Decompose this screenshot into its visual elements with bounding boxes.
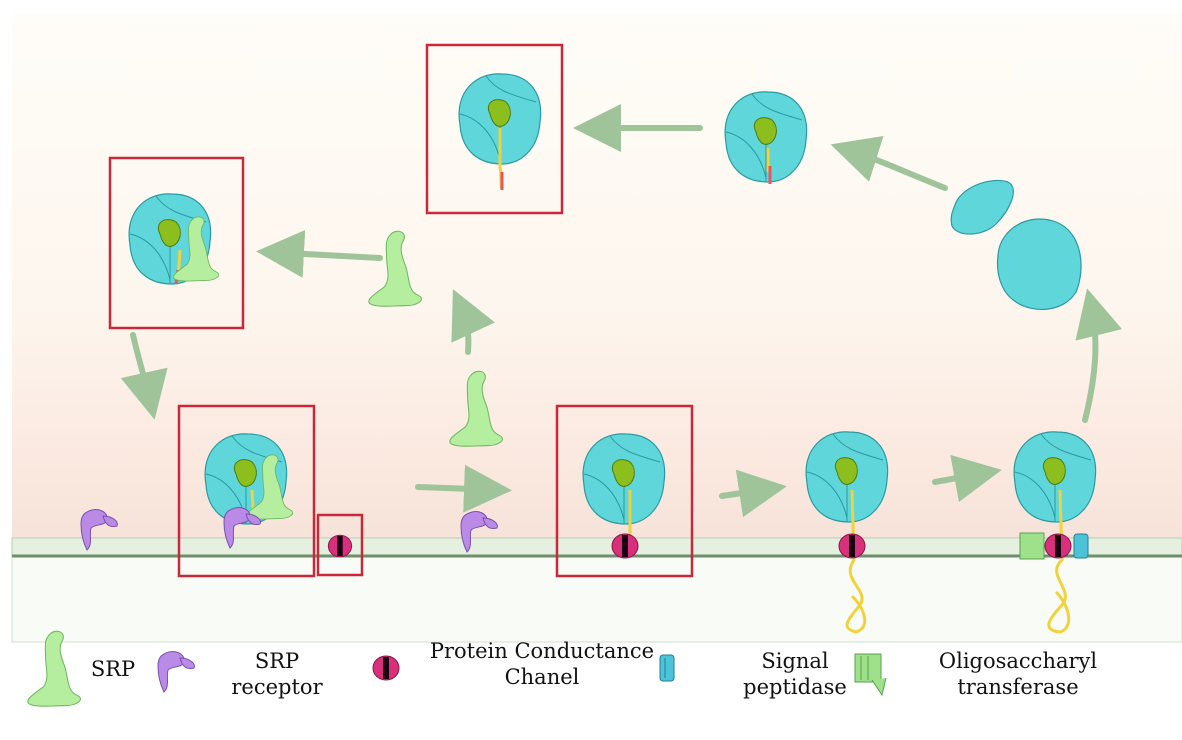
arrow-to-translocon xyxy=(415,464,512,513)
ribosome-processing xyxy=(1013,431,1097,634)
legend-icons xyxy=(27,630,887,707)
ribosome-signal-emerging xyxy=(458,73,542,191)
arrow-elongation xyxy=(719,469,787,518)
signal-peptidase-membrane xyxy=(1073,533,1089,559)
oligosaccharyl-transferase-membrane xyxy=(1019,532,1045,560)
highlight-box-receptor-docking xyxy=(177,404,316,578)
legend-srp-receptor-icon xyxy=(157,651,195,693)
small-subunit xyxy=(950,179,1014,235)
er-lumen xyxy=(11,551,1182,643)
ribosome-subunits xyxy=(950,179,1082,310)
highlight-box-signal-emerges xyxy=(425,43,564,215)
arrow-srp-return xyxy=(451,289,495,355)
arrow-processing xyxy=(932,454,1002,503)
cycle-arrows xyxy=(120,104,1123,518)
ribosome-translocating xyxy=(805,431,889,634)
large-subunit xyxy=(996,218,1082,310)
legend-ost-icon xyxy=(854,653,887,697)
highlight-box-channel xyxy=(316,513,364,577)
legend-srp-icon xyxy=(27,630,82,707)
legend-srp-label: SRP xyxy=(90,657,136,681)
legend-channel-icon xyxy=(372,655,400,681)
highlight-box-srp-bound xyxy=(108,156,245,330)
highlight-box-translocon-docking xyxy=(555,404,694,578)
arrow-targeting xyxy=(120,332,168,420)
er-membrane xyxy=(11,537,1182,557)
protein-conductance-channel-closed xyxy=(327,534,353,558)
ribosome-docked-translocon xyxy=(582,433,666,559)
arrow-subunits-to-ribosome xyxy=(830,135,948,191)
ribosome-srp-receptor-complex xyxy=(204,433,294,549)
arrow-release-subunits xyxy=(1075,288,1123,423)
ribosome-initiating xyxy=(724,91,808,184)
legend-signal-peptidase-icon xyxy=(659,654,675,682)
arrow-srp-binding xyxy=(256,229,383,278)
ribosome-srp-complex xyxy=(128,193,220,285)
